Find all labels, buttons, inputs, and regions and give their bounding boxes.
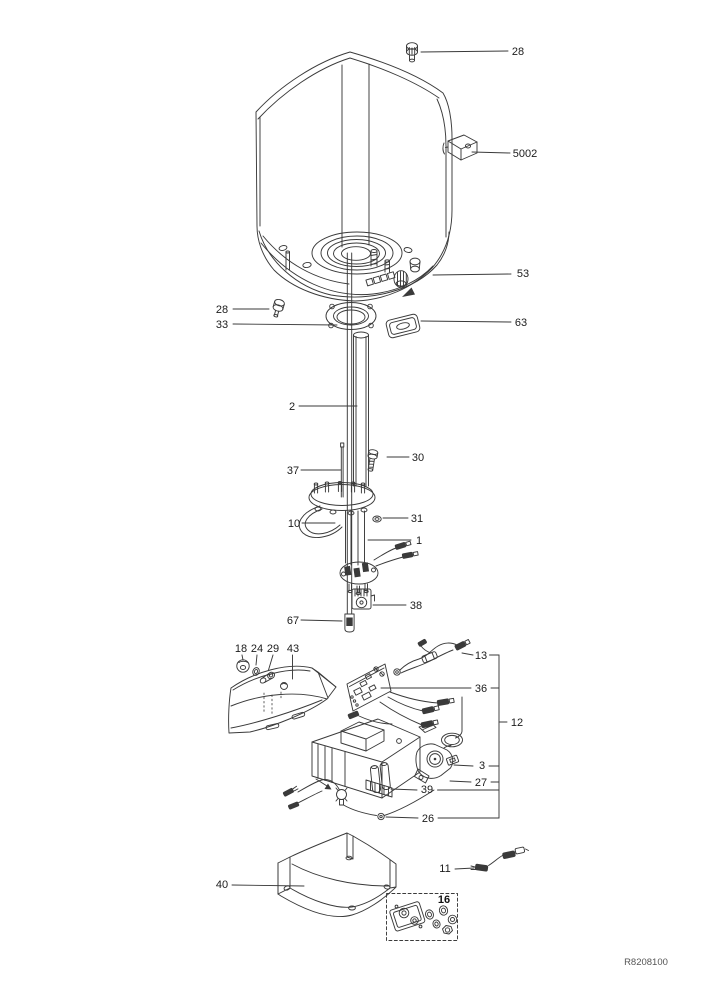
- cable-13: [393, 638, 471, 676]
- cable-26: [282, 778, 435, 821]
- callout-30: 30: [412, 452, 424, 464]
- leader-lines: [231, 50, 512, 887]
- flange-gasket-63: [385, 313, 421, 339]
- pcb-36: [346, 663, 392, 712]
- callout-29: 29: [267, 643, 279, 655]
- drawing-number: R8208100: [624, 957, 668, 968]
- callout-27: 27: [475, 777, 487, 789]
- callout-10: 10: [288, 518, 300, 530]
- callout-1: 1: [416, 535, 422, 547]
- assembly-arrow-icon: [402, 287, 415, 297]
- flange-screw-28: [272, 298, 285, 318]
- nipple-29: [259, 671, 276, 684]
- callout-labels: 28 5002 53 28 33 63 2 30 37 10 31 1 38 6…: [216, 46, 537, 906]
- thermostat-3-27: [414, 721, 463, 784]
- screw-30: [367, 449, 379, 472]
- power-cable-11: [470, 846, 529, 872]
- bottom-cover-40: [277, 832, 397, 917]
- callout-16: 16: [438, 894, 450, 906]
- callout-33: 33: [216, 319, 228, 331]
- callout-3: 3: [479, 760, 485, 772]
- callout-38: 38: [410, 600, 422, 612]
- callout-63: 63: [515, 317, 527, 329]
- callout-40: 40: [216, 879, 228, 891]
- callout-67: 67: [287, 615, 299, 627]
- callout-39: 39: [421, 784, 433, 796]
- callout-12: 12: [511, 717, 523, 729]
- callout-43: 43: [287, 643, 299, 655]
- lid-screw-28: [406, 42, 418, 63]
- callout-53: 53: [517, 268, 529, 280]
- o-ring-24: [252, 667, 260, 676]
- cover-43: [228, 665, 337, 734]
- wiring-harness-12: [347, 691, 463, 739]
- callout-24: 24: [251, 643, 263, 655]
- element-flange-10: [298, 481, 376, 538]
- nut-31: [372, 515, 382, 523]
- callout-11: 11: [439, 863, 450, 875]
- callout-31: 31: [411, 513, 423, 525]
- drain-tubes-39: [369, 762, 391, 794]
- callout-28-left: 28: [216, 304, 228, 316]
- thermostat-pocket-38: [351, 588, 375, 610]
- callout-2: 2: [289, 401, 295, 413]
- callout-36: 36: [475, 683, 487, 695]
- callout-18: 18: [235, 643, 247, 655]
- earth-plug-53: [393, 270, 409, 288]
- callout-13: 13: [475, 650, 487, 662]
- tank-body: [255, 51, 453, 302]
- service-kit-16: [386, 893, 458, 941]
- cap-18: [236, 659, 250, 673]
- dip-tube-2: [353, 331, 369, 487]
- mounting-bracket-5002: [442, 134, 478, 161]
- callout-5002: 5002: [513, 148, 537, 160]
- flange-ring-33: [325, 302, 377, 330]
- callout-37: 37: [287, 465, 299, 477]
- anode-rod-67: [344, 252, 355, 633]
- group-bracket-12: [437, 654, 508, 819]
- callout-28-top: 28: [512, 46, 524, 58]
- callout-26: 26: [422, 813, 434, 825]
